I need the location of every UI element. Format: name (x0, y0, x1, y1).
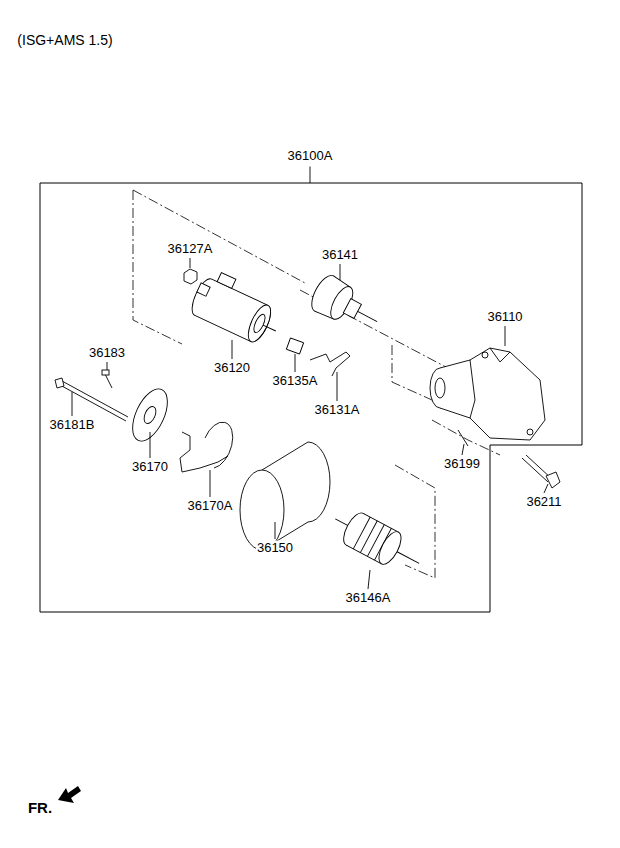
callout-number: 36120 (213, 361, 251, 376)
callout-number: 36150 (256, 541, 294, 556)
callout-number: 36211 (525, 495, 562, 510)
callout-number: 36183 (88, 346, 126, 361)
callout-number: 36170A (187, 499, 234, 514)
callout-number: 36199 (443, 457, 481, 472)
assembly-number: 36100A (287, 149, 334, 164)
direction-mark: FR. (27, 799, 53, 816)
callout-number: 36146A (345, 591, 392, 606)
callout-number: 36170 (131, 460, 169, 475)
callout-number: 36131A (314, 403, 361, 418)
callout-number: 36181B (49, 418, 96, 433)
callout-number: 36141 (321, 248, 359, 263)
callout-number: 36110 (486, 310, 523, 325)
callout-number: 36127A (167, 242, 214, 257)
diagram-title: (ISG+AMS 1.5) (16, 32, 113, 48)
callout-number: 36135A (272, 374, 319, 389)
